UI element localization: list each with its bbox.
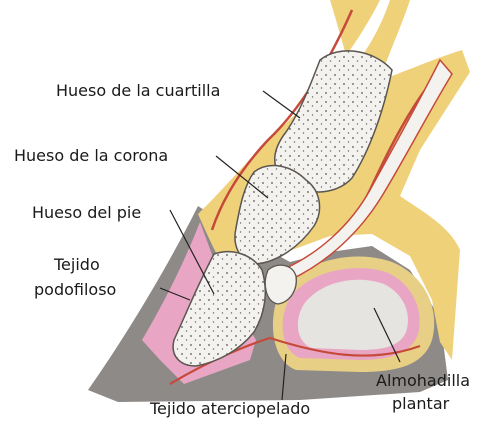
label-plantar-cushion-line1: Almohadilla <box>376 371 470 390</box>
label-plantar-cushion-line2: plantar <box>392 394 450 413</box>
leader-pastern-bone <box>263 91 300 118</box>
label-laminar-tissue-line2: podofiloso <box>34 280 116 299</box>
label-coffin-bone: Hueso del pie <box>32 203 141 222</box>
label-pastern-bone: Hueso de la cuartilla <box>56 81 220 100</box>
label-velvety-tissue: Tejido aterciopelado <box>149 399 310 418</box>
label-coronet-bone: Hueso de la corona <box>14 146 168 165</box>
label-laminar-tissue-line1: Tejido <box>53 255 100 274</box>
